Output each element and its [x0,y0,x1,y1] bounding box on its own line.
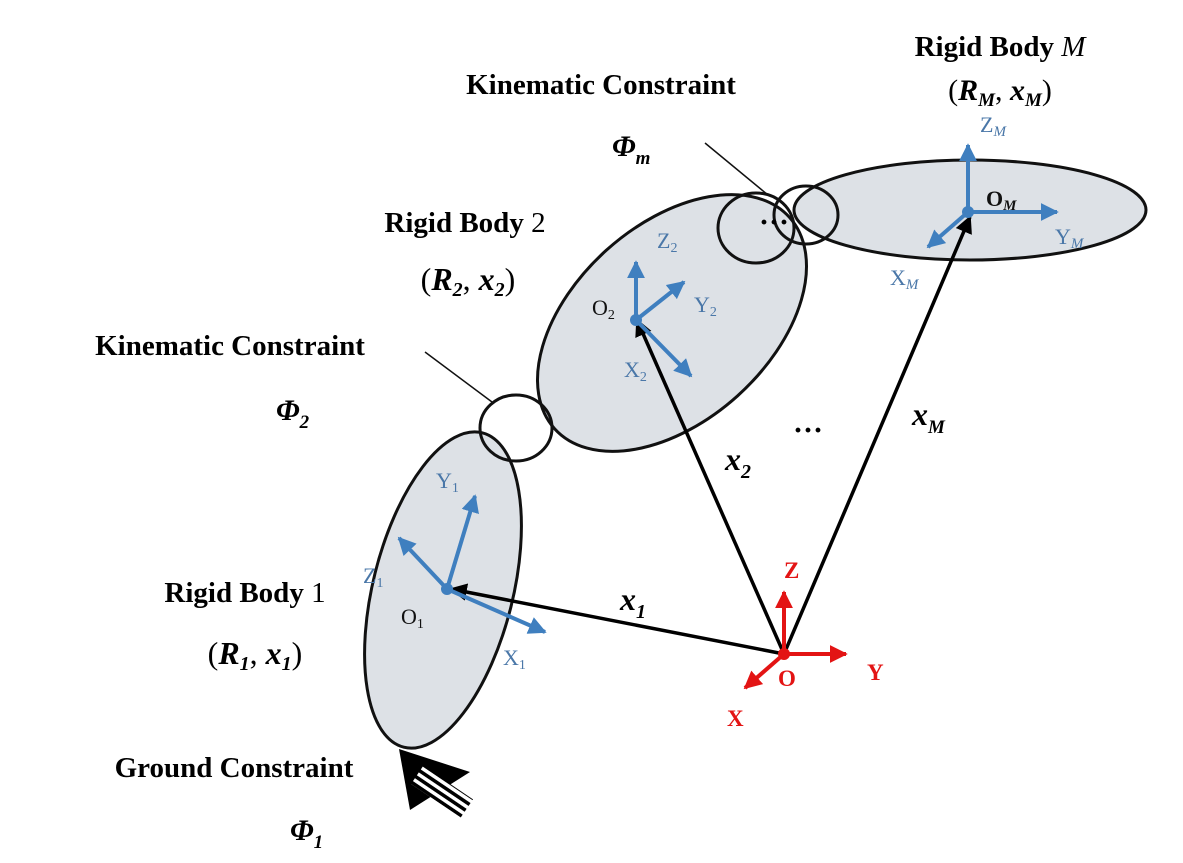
frame1-x-label: X1 [503,645,526,673]
joint-circle-2 [478,393,554,463]
kinematic-constraint-2-label: Kinematic Constraint [95,330,365,362]
frame1-y-axis [445,494,479,590]
ground-constraint-hatch [411,765,474,818]
framem-y-label: YM [1055,224,1085,252]
body-m-title: Rigid Body M [915,31,1088,63]
global-y-label: Y [867,660,884,685]
vector-x2 [635,318,786,655]
frame2-x-label: X2 [624,357,647,385]
body-1-state: (R1, x1) [208,635,303,675]
global-origin-label: O [778,666,796,691]
framem-origin-dot [962,206,974,218]
frame1-origin-dot [441,583,453,595]
kinematic-constraint-m-label: Kinematic Constraint [466,69,736,101]
global-z-label: Z [784,558,799,583]
kinematic-constraint-2-symbol: Φ2 [276,394,310,433]
leader-line-kin2 [424,351,493,403]
vector-x1-label: x1 [619,581,646,623]
frame2-origin-dot [630,314,642,326]
vector-xm-label: xM [911,396,946,438]
body-2-title: Rigid Body 2 [384,207,545,239]
vector-x2-label: x2 [724,441,751,483]
ground-constraint-symbol: Φ1 [290,814,323,853]
framem-x-label: XM [890,265,920,293]
joint-circle-m-left [716,191,796,265]
frame2-z-label: Z2 [657,228,677,256]
global-x-label: X [727,706,744,731]
frame1-z-label: Z1 [363,563,383,591]
body-m-state: (RM, xM) [948,74,1052,111]
kinematic-constraint-m-symbol: Φm [612,130,650,169]
ellipsis-vectors: ··· [793,414,823,447]
framem-x-axis [926,210,970,249]
leader-line-kinm [704,142,769,196]
joint-circle-m-right [772,184,840,246]
body-1-title: Rigid Body 1 [164,577,325,609]
frame1-x-axis [446,587,547,634]
global-origin-dot [778,648,790,660]
frame2-origin-label: O2 [592,295,615,323]
ground-constraint-label: Ground Constraint [115,752,354,784]
vector-x1 [449,583,785,656]
ellipsis-chain: ··· [759,206,789,239]
global-x-axis [743,652,786,690]
frame2-y-axis [634,280,686,322]
frame2-y-label: Y2 [694,292,717,320]
frame2-x-axis [634,318,693,378]
body-2-state: (R2, x2) [421,261,516,301]
frame1-y-label: Y1 [436,468,459,496]
framem-z-label: ZM [980,112,1007,140]
frame1-z-axis [397,536,449,591]
vector-xm [782,215,972,655]
framem-origin-label: OM [986,186,1017,214]
frame1-origin-label: O1 [401,604,424,632]
